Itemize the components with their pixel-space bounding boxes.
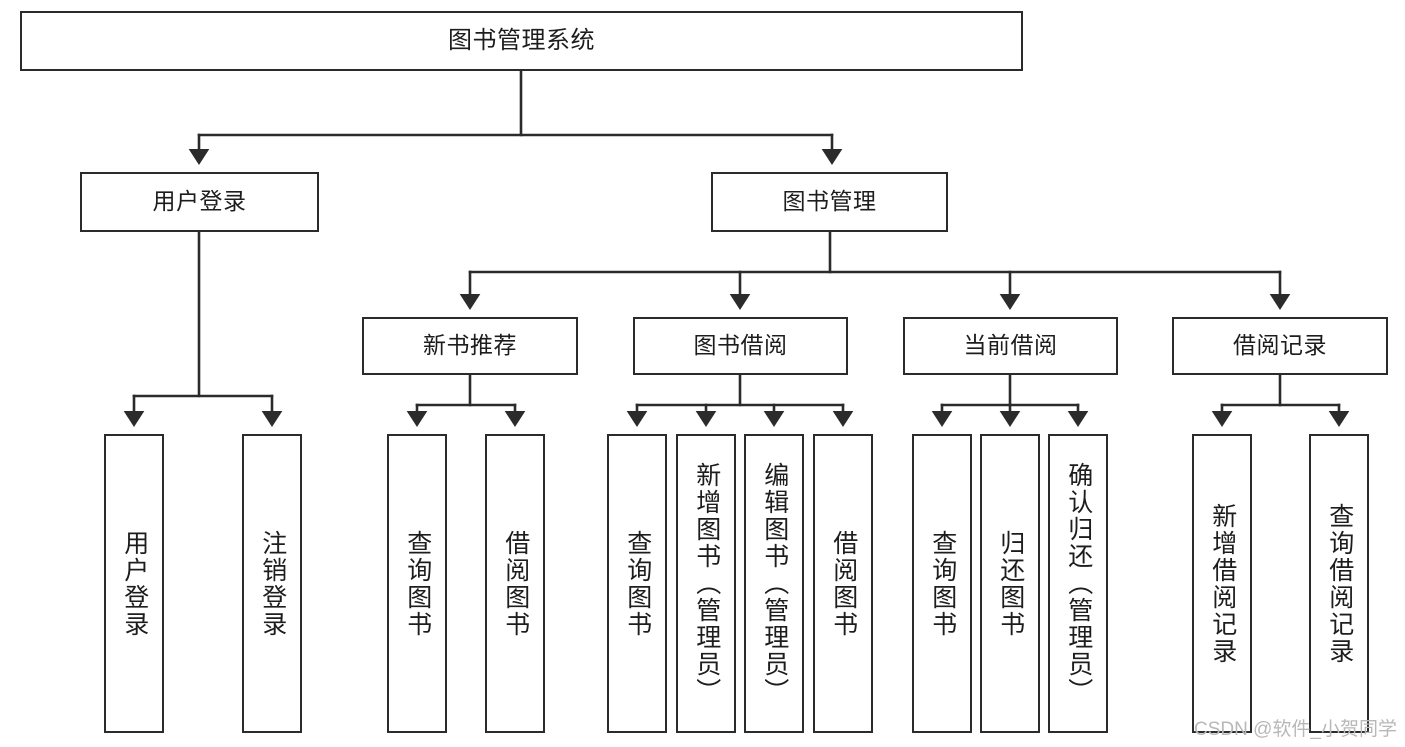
node-book-management[interactable]: 图书管理 [711,172,948,232]
node-label: 当前借阅 [963,332,1058,359]
node-label: 查询借阅记录 [1325,502,1354,665]
leaf-logout[interactable]: 注销登录 [242,434,302,733]
leaf-add-borrow-record[interactable]: 新增借阅记录 [1192,434,1252,733]
leaf-query-book-recommend[interactable]: 查询图书 [387,434,447,733]
leaf-edit-book-admin[interactable]: 编辑图书（管理员） [744,434,804,733]
node-user-login[interactable]: 用户登录 [80,172,319,232]
leaf-add-book-admin[interactable]: 新增图书（管理员） [676,434,736,733]
node-label: 查询图书 [928,529,957,638]
leaf-confirm-return-admin[interactable]: 确认归还（管理员） [1048,434,1108,733]
leaf-query-book-borrow[interactable]: 查询图书 [607,434,667,733]
node-label: 借阅图书 [501,529,530,638]
node-label: 图书管理 [782,188,877,215]
node-book-borrow[interactable]: 图书借阅 [633,317,848,375]
node-label: 新书推荐 [423,332,517,359]
leaf-query-book-current[interactable]: 查询图书 [912,434,972,733]
leaf-return-book[interactable]: 归还图书 [980,434,1040,733]
node-label: 用户登录 [152,188,247,215]
node-label: 注销登录 [258,529,287,638]
node-borrow-records[interactable]: 借阅记录 [1172,317,1388,375]
node-label: 编辑图书（管理员） [760,462,789,705]
node-new-book-recommend[interactable]: 新书推荐 [362,317,578,375]
node-label: 新增借阅记录 [1208,502,1237,665]
leaf-borrow-book-recommend[interactable]: 借阅图书 [485,434,545,733]
node-label: 确认归还（管理员） [1064,462,1093,705]
leaf-query-borrow-record[interactable]: 查询借阅记录 [1309,434,1369,733]
node-label: 归还图书 [996,529,1025,638]
node-root-system[interactable]: 图书管理系统 [20,11,1023,71]
node-label: 用户登录 [120,529,149,638]
node-label: 图书借阅 [693,332,788,359]
node-label: 借阅图书 [829,529,858,638]
node-label: 查询图书 [403,529,432,638]
node-current-borrow[interactable]: 当前借阅 [903,317,1118,375]
node-label: 图书管理系统 [448,26,595,54]
leaf-user-login[interactable]: 用户登录 [104,434,164,733]
csdn-watermark: CSDN @软件_小贺同学 [1194,719,1397,740]
node-label: 新增图书（管理员） [692,462,721,705]
leaf-borrow-book[interactable]: 借阅图书 [813,434,873,733]
node-label: 查询图书 [623,529,652,638]
node-label: 借阅记录 [1233,332,1327,359]
